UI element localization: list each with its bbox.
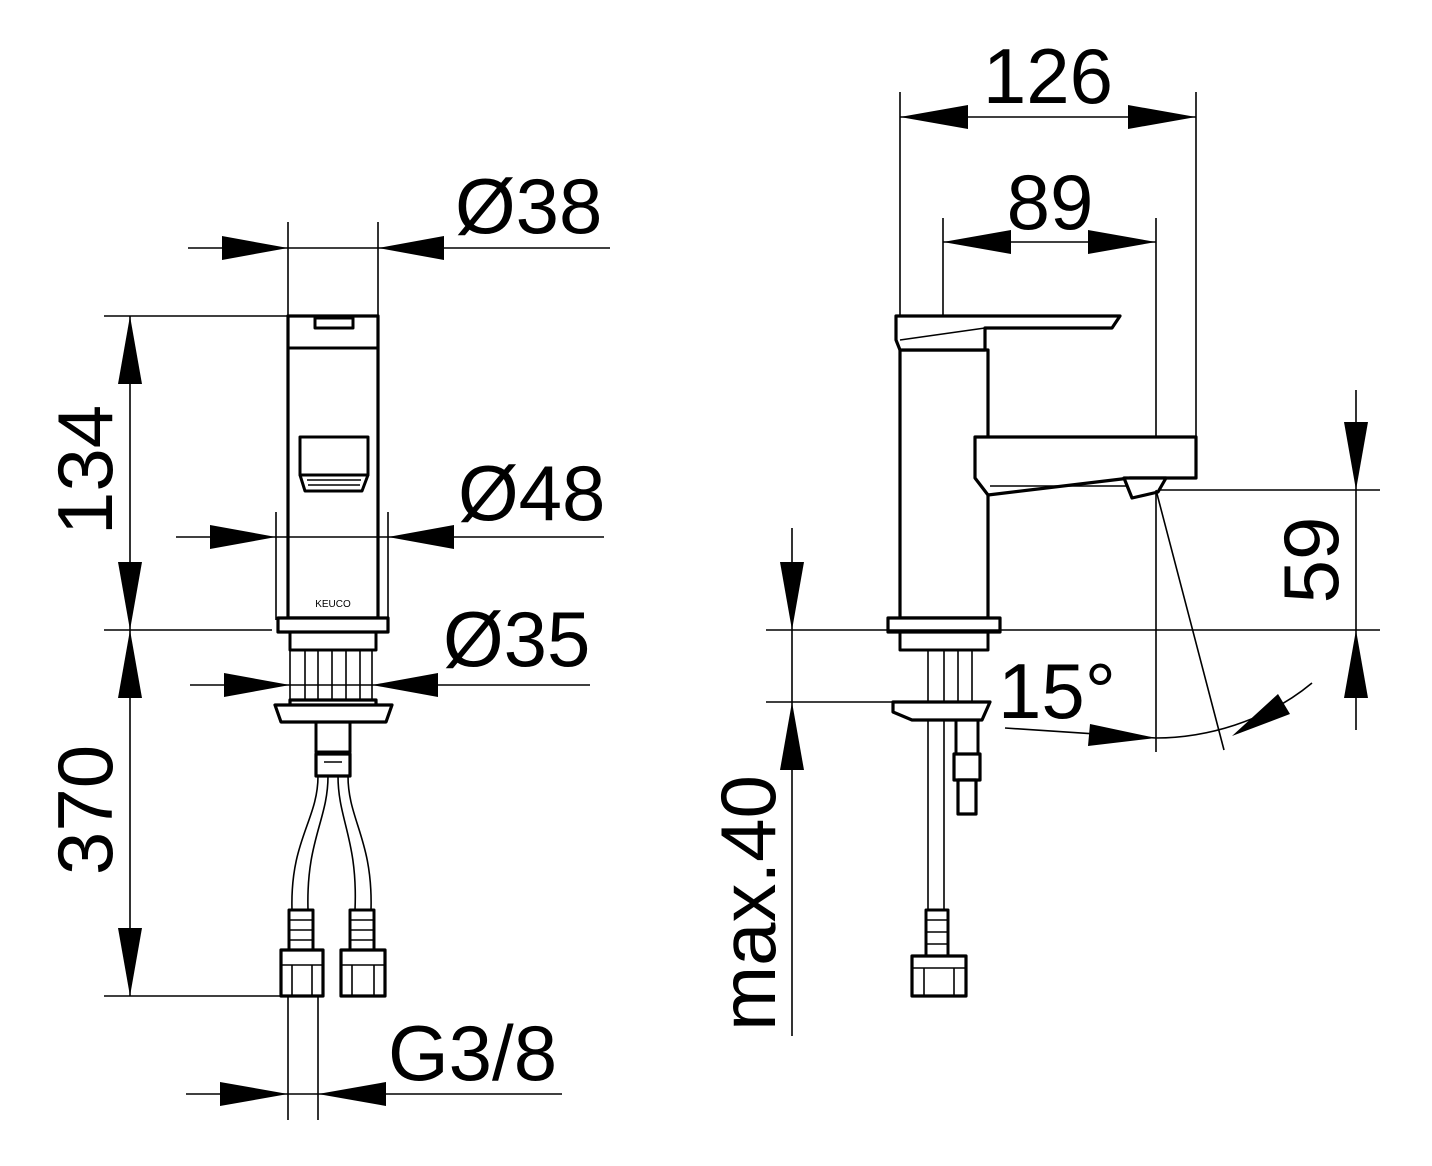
supply-hose-side: [910, 720, 968, 998]
dim-label-shank-diameter: Ø35: [443, 595, 590, 683]
faucet-body-side: [886, 314, 1198, 652]
faucet-body-front: KEUCO: [276, 314, 390, 652]
dimension-hose-length: 370: [41, 630, 282, 997]
dim-label-hose-length: 370: [41, 745, 129, 875]
dim-label-total-depth: 126: [983, 32, 1113, 120]
mounting-shank-side: [891, 650, 992, 816]
dimension-max-thickness: max.40: [704, 528, 896, 1036]
dim-label-spout-reach: 89: [1007, 158, 1094, 246]
dimension-angle: 15°: [998, 489, 1313, 751]
dim-label-body-diameter: Ø48: [458, 449, 605, 537]
dim-label-angle: 15°: [998, 647, 1116, 735]
dimension-spout-height: 59: [766, 390, 1380, 730]
dimension-shank-diameter: Ø35: [190, 595, 590, 700]
supply-hoses-front: [279, 775, 387, 998]
dim-label-top-diameter: Ø38: [455, 162, 602, 250]
dim-label-spout-height: 59: [1267, 517, 1355, 604]
dimension-connection: G3/8: [186, 996, 562, 1120]
dim-label-connection: G3/8: [388, 1009, 557, 1097]
dim-label-max-thickness: max.40: [704, 775, 792, 1031]
dimension-top-diameter: Ø38: [188, 162, 610, 316]
dimension-height: 134: [41, 315, 292, 631]
dim-label-height: 134: [41, 405, 129, 535]
dimension-total-depth: 126: [899, 32, 1197, 436]
side-view: 126 89 59: [704, 32, 1380, 1036]
mounting-shank-front: [273, 650, 394, 778]
brand-logo: KEUCO: [315, 599, 351, 610]
dimension-spout-reach: 89: [942, 158, 1157, 752]
dimension-body-diameter: Ø48: [176, 449, 605, 620]
front-view: Ø38 134 KEUCO: [41, 162, 610, 1120]
